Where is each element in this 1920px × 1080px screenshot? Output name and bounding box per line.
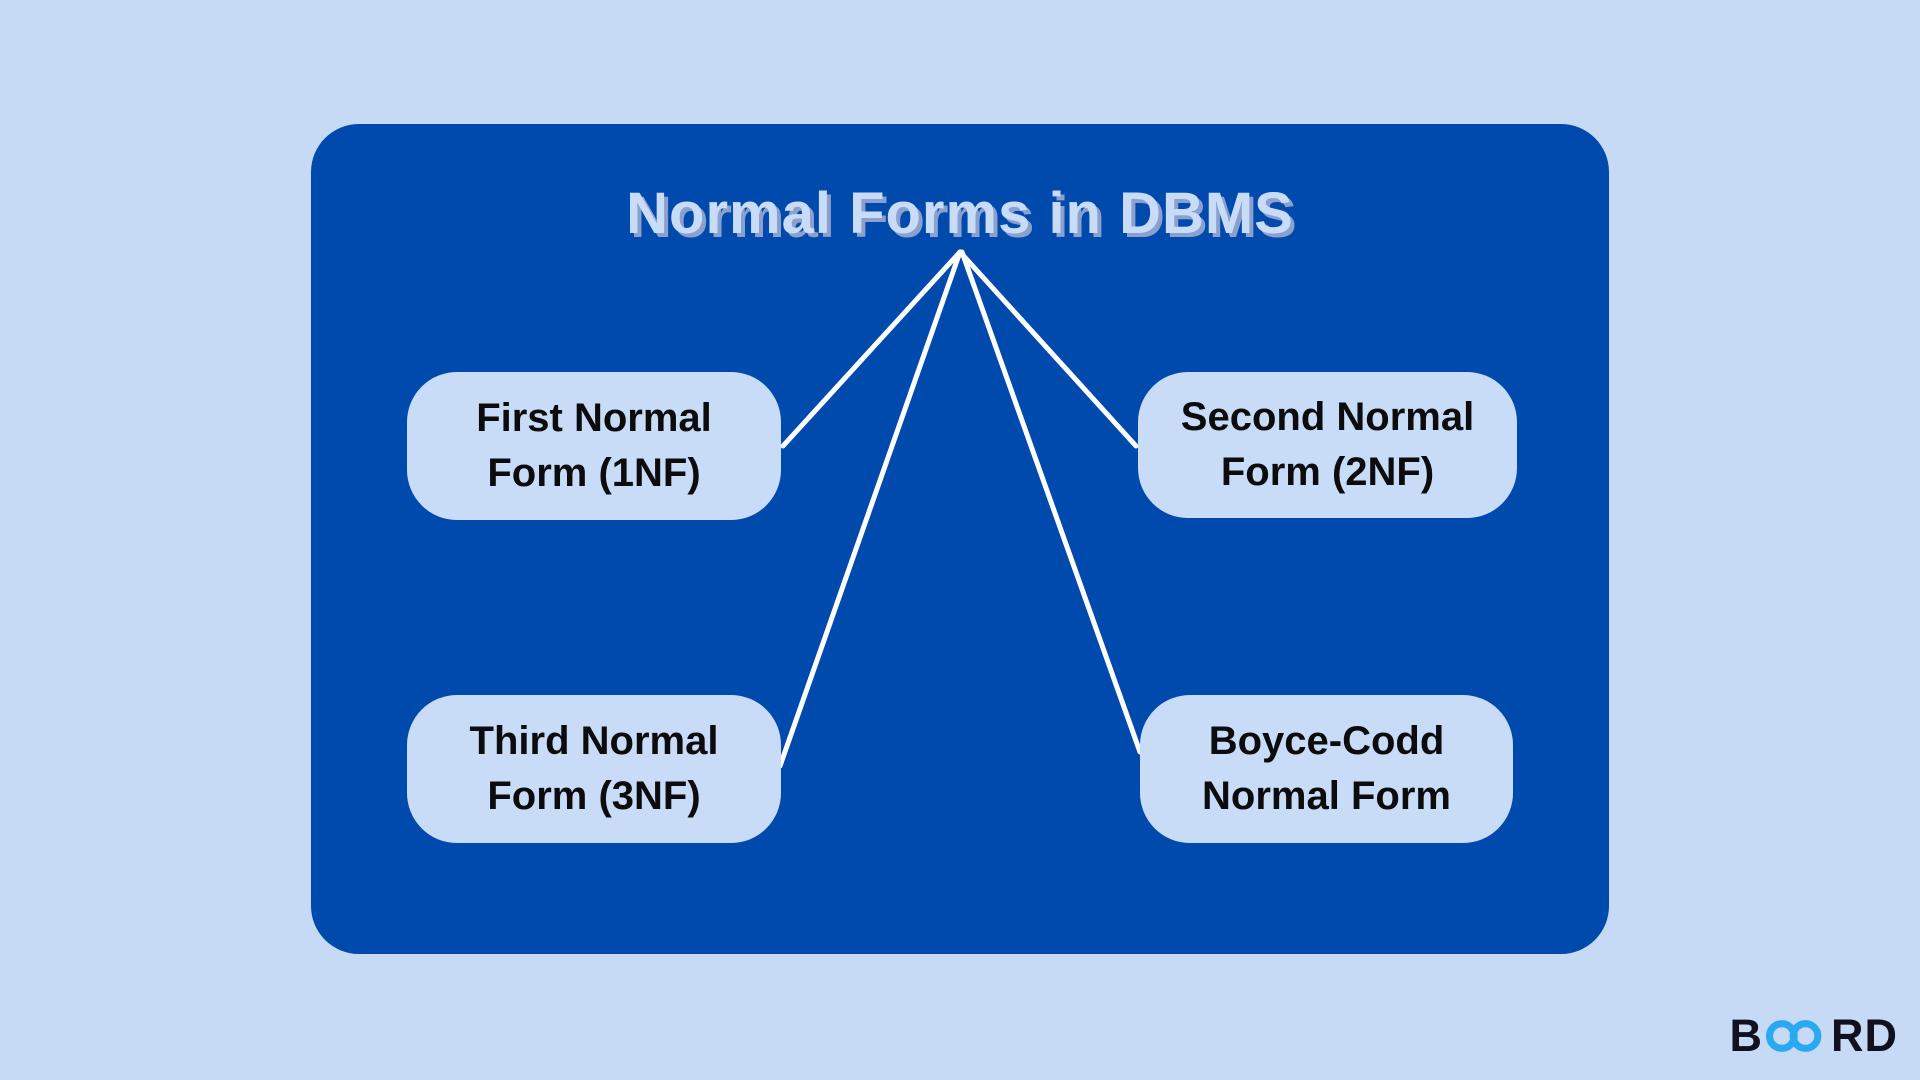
node-boyce-codd-normal-form: Boyce-Codd Normal Form	[1140, 695, 1513, 843]
logo-letter-b: B	[1729, 1010, 1763, 1061]
node-first-normal-form: First Normal Form (1NF)	[407, 372, 781, 520]
infinity-rings-icon	[1765, 1020, 1822, 1052]
node-label-line1: Boyce-Codd	[1208, 719, 1445, 763]
node-third-normal-form: Third Normal Form (3NF)	[407, 695, 781, 843]
node-label-line2: Form (2NF)	[1220, 450, 1435, 494]
node-label-line1: Third Normal	[469, 719, 719, 763]
node-label-line2: Normal Form	[1202, 774, 1451, 818]
node-label-line1: First Normal	[476, 396, 712, 440]
logo-letters-rd: RD	[1831, 1010, 1898, 1061]
diagram-title: Normal Forms in DBMS	[626, 181, 1294, 246]
infinity-right-ring	[1789, 1020, 1822, 1052]
node-label-line2: Form (3NF)	[487, 774, 701, 818]
node-label-line2: Form (1NF)	[487, 451, 701, 495]
node-label-line1: Second Normal	[1180, 395, 1475, 439]
node-second-normal-form: Second Normal Form (2NF)	[1138, 372, 1517, 518]
brand-logo: B RD	[1730, 1010, 1899, 1062]
